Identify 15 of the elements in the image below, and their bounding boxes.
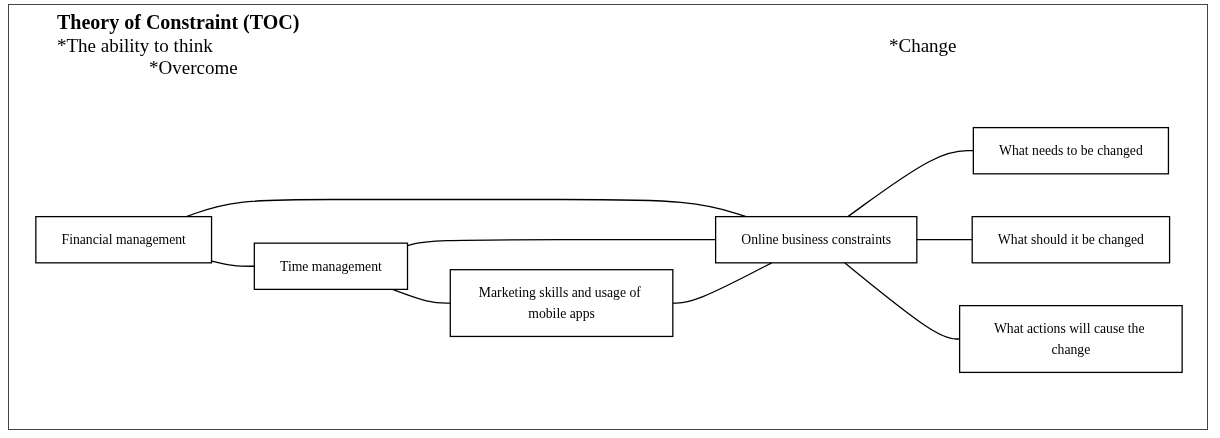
node-box: Online business constraints (715, 216, 918, 264)
note-text: *Change (889, 35, 957, 57)
node-box: What needs to be changed (972, 126, 1170, 175)
node-box: What actions will cause the change (959, 305, 1183, 374)
node-box: Time management (253, 242, 409, 290)
note-text: *The ability to think (57, 35, 213, 57)
node-box: What should it be changed (971, 216, 1171, 264)
connector (210, 260, 255, 267)
node-box: Financial management (35, 216, 213, 264)
node-box: Marketing skills and usage of mobile apps (449, 269, 674, 338)
note-text: *Overcome (149, 57, 238, 79)
connector (916, 239, 973, 241)
connector (672, 262, 773, 304)
diagram-title: Theory of Constraint (TOC) (57, 11, 300, 34)
connector (847, 150, 974, 218)
